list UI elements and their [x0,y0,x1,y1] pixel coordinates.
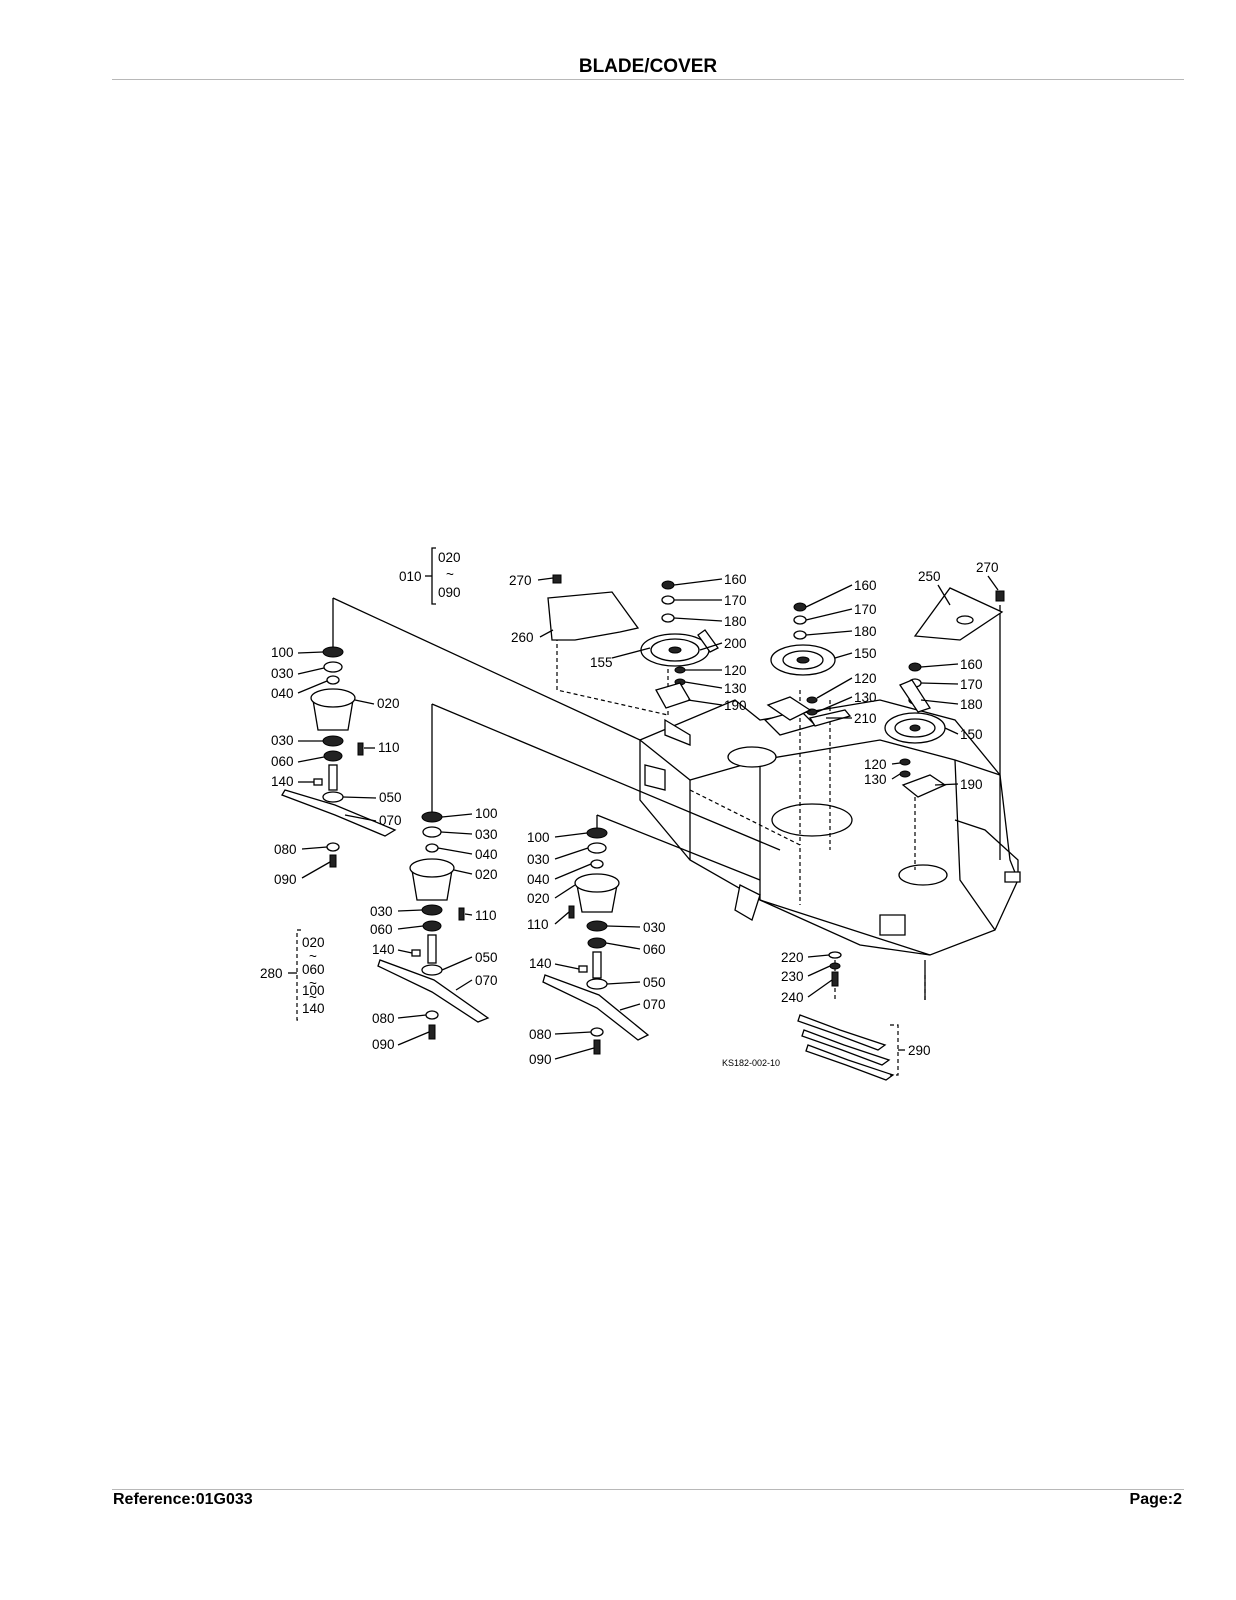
callout-030-left-bottom: 030 [271,733,294,748]
callout-080-middle: 080 [372,1011,395,1026]
right-spindle-assembly [542,827,650,1055]
callout-280-range-tilde-1: ~ [309,949,317,964]
callout-030-middle-top: 030 [475,827,498,842]
callout-160-mid: 160 [854,578,877,593]
callout-050-middle: 050 [475,950,498,965]
lower-right-hardware [797,951,905,1081]
callout-280-range-2: 060 [302,962,325,977]
callout-040-middle: 040 [475,847,498,862]
callout-290: 290 [908,1043,931,1058]
left-spindle-assembly [281,646,397,868]
callout-130-mid: 130 [854,690,877,705]
callout-060-right: 060 [643,942,666,957]
callout-140-middle: 140 [372,942,395,957]
callout-130-right: 130 [864,772,887,787]
callout-280-range-tilde-3: ~ [309,990,317,1005]
callout-180-mid: 180 [854,624,877,639]
callout-270-top: 270 [509,573,532,588]
callout-070-right: 070 [643,997,666,1012]
callout-190-right: 190 [960,777,983,792]
callout-020-middle: 020 [475,867,498,882]
callout-080-right: 080 [529,1027,552,1042]
callout-230: 230 [781,969,804,984]
callout-020-right: 020 [527,891,550,906]
callout-150-right: 150 [960,727,983,742]
callout-110-left: 110 [378,740,400,755]
callout-170-right: 170 [960,677,983,692]
callout-040-left: 040 [271,686,294,701]
leader-lines [297,575,999,1060]
callout-120-center: 120 [724,663,747,678]
callout-060-middle: 060 [370,922,393,937]
header-rule [112,79,1184,80]
callout-110-right: 110 [527,917,549,932]
callout-210: 210 [854,711,877,726]
callout-080-left: 080 [274,842,297,857]
callout-100-left: 100 [271,645,294,660]
footer-rule [112,1489,1184,1490]
callout-010-range-start: 020 [438,550,461,565]
callout-220: 220 [781,950,804,965]
callout-020-left: 020 [377,696,400,711]
middle-spindle-assembly [377,811,490,1040]
callout-130-center: 130 [724,681,747,696]
center-pulley-group [547,574,719,709]
callout-280-range-tilde-2: ~ [309,976,317,991]
callout-280-range-3: 100 [302,983,325,998]
callout-030-middle-bottom: 030 [370,904,393,919]
page-number: Page:2 [1129,1491,1182,1508]
callout-090-middle: 090 [372,1037,395,1052]
callout-010-range-tilde: ~ [446,567,454,582]
callout-200: 200 [724,636,747,651]
reference-label: Reference:01G033 [113,1491,253,1508]
far-right-pulley-group [884,587,1005,798]
callout-030-right-bottom: 030 [643,920,666,935]
mower-deck-body [639,699,1021,956]
callout-180-center: 180 [724,614,747,629]
callout-120-right: 120 [864,757,887,772]
callout-050-left: 050 [379,790,402,805]
callout-155: 155 [590,655,613,670]
group-brackets [288,547,436,1021]
callout-270-right: 270 [976,560,999,575]
callout-070-middle: 070 [475,973,498,988]
callout-100-right: 100 [527,830,550,845]
callout-280-range-4: 140 [302,1001,325,1016]
callout-160-center: 160 [724,572,747,587]
drawing-code: KS182-002-10 [722,1058,780,1068]
callout-090-right: 090 [529,1052,552,1067]
callout-010-range-end: 090 [438,585,461,600]
callout-110-middle: 110 [475,908,497,923]
callout-140-left: 140 [271,774,294,789]
callout-050-right: 050 [643,975,666,990]
callout-030-left-top: 030 [271,666,294,681]
callout-280-range-1: 020 [302,935,325,950]
callout-140-right: 140 [529,956,552,971]
callout-090-left: 090 [274,872,297,887]
callout-040-right: 040 [527,872,550,887]
callout-070-left: 070 [379,813,402,828]
callout-120-mid: 120 [854,671,877,686]
callout-060-left: 060 [271,754,294,769]
callout-250: 250 [918,569,941,584]
callout-170-mid: 170 [854,602,877,617]
callout-160-right: 160 [960,657,983,672]
callout-240: 240 [781,990,804,1005]
callout-280: 280 [260,966,283,981]
callout-030-right-top: 030 [527,852,550,867]
callout-260: 260 [511,630,534,645]
callout-labels: 010 020 ~ 090 270 160 170 180 200 155 12… [260,550,999,1068]
callout-190-center: 190 [724,698,747,713]
callout-150-mid: 150 [854,646,877,661]
page-title: BLADE/COVER [578,56,718,77]
callout-010: 010 [399,569,422,584]
callout-170-center: 170 [724,593,747,608]
callout-180-right: 180 [960,697,983,712]
right-pulley-group [766,602,852,727]
callout-100-middle: 100 [475,806,498,821]
